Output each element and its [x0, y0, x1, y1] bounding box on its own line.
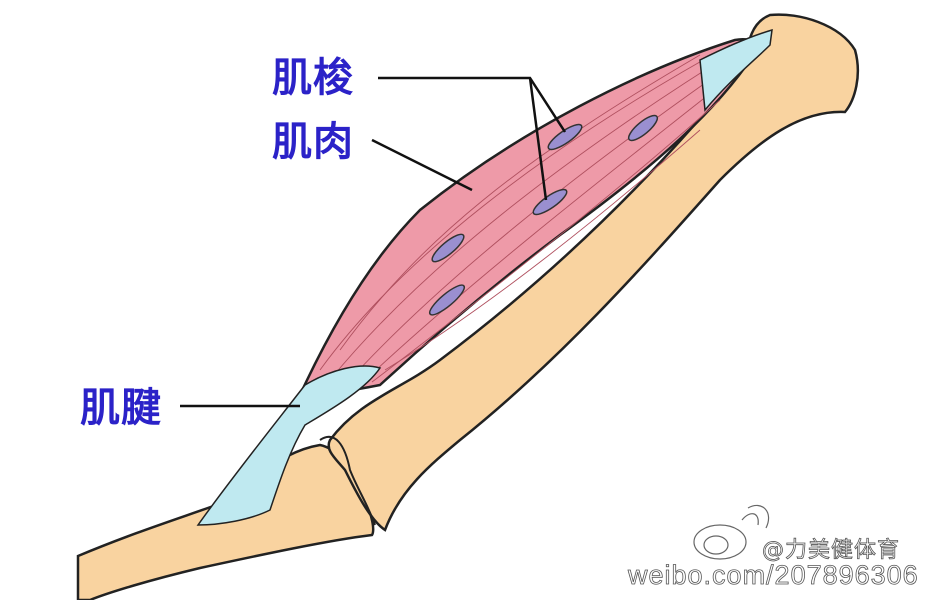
muscle-fibers	[319, 44, 746, 386]
label-muscle: 肌肉	[272, 119, 354, 165]
weibo-logo	[693, 504, 770, 560]
label-muscle-spindle: 肌梭	[272, 55, 354, 101]
leader-lines	[180, 76, 567, 408]
watermark-url: weibo.com/207896306	[628, 560, 919, 591]
upper-bone	[327, 13, 859, 532]
watermark-handle: @力美健体育	[762, 538, 901, 564]
label-tendon: 肌腱	[80, 385, 162, 431]
joint-line	[319, 435, 376, 526]
upper-tendon	[699, 28, 773, 112]
lower-tendon	[196, 365, 382, 526]
